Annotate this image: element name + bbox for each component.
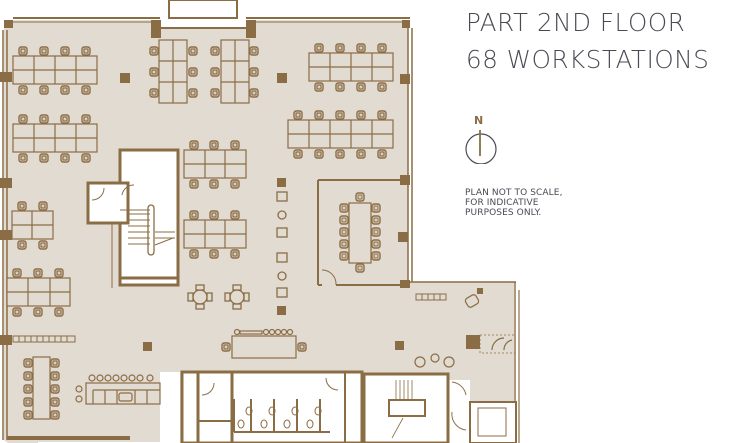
workstations-centre [183, 140, 247, 259]
reception-lounge [414, 294, 516, 368]
scale-disclaimer: PLAN NOT TO SCALE, FOR INDICATIVE PURPOS… [465, 188, 563, 218]
north-arrow-icon [465, 130, 497, 164]
meeting-room [317, 175, 410, 288]
breakout-tables [187, 284, 250, 310]
disclaimer-line-2: FOR INDICATIVE [465, 198, 539, 208]
planter-column [276, 191, 288, 298]
plan-title-floor: PART 2ND FLOOR [466, 8, 686, 37]
workstations-ne [287, 43, 394, 159]
lockers-east [415, 288, 483, 301]
stair-core [86, 148, 180, 288]
dining-table [23, 356, 60, 420]
columns [0, 20, 480, 351]
toilets [180, 370, 364, 443]
workstations-nw [12, 46, 98, 163]
lockers-west [12, 335, 76, 343]
disclaimer-line-1: PLAN NOT TO SCALE, [465, 188, 563, 198]
north-label: N [474, 114, 484, 127]
kitchen-island [75, 374, 161, 405]
atrium-void [168, 0, 238, 19]
plan-title-workstations: 68 WORKSTATIONS [466, 45, 710, 74]
workstations-north-centre [149, 39, 259, 104]
disclaimer-line-3: PURPOSES ONLY. [465, 208, 542, 218]
bench-table [221, 328, 307, 359]
south-stair-core [362, 372, 517, 443]
workstations-west [6, 201, 71, 317]
